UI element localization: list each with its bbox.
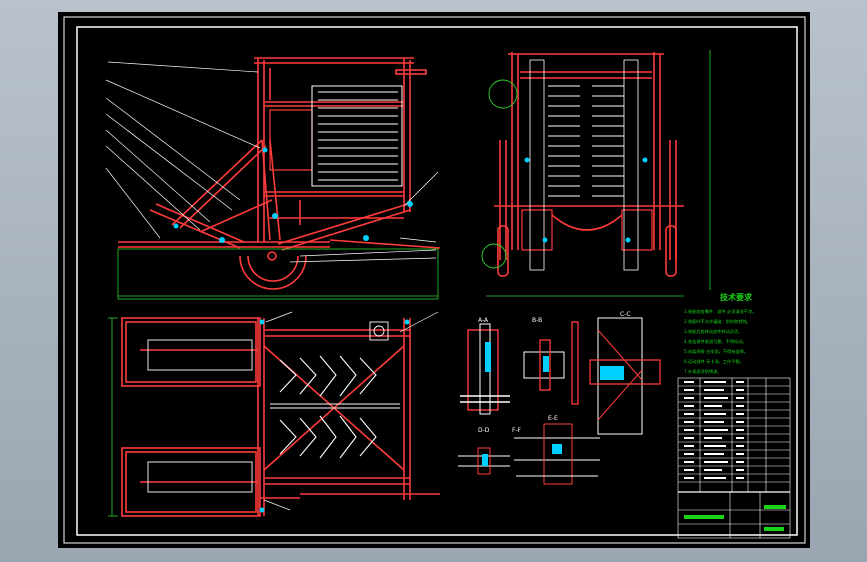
section-label-ff: F-F (512, 427, 522, 434)
section-detail-3 (571, 317, 661, 435)
side-fittings (524, 157, 648, 243)
plan-frame-details (147, 321, 389, 493)
section-detail-5 (514, 423, 600, 485)
tech-req-line-7: 7.外表面涂防锈漆。 (684, 368, 722, 375)
drawing-sheet (58, 12, 810, 548)
leader-lines-front (105, 61, 439, 263)
tech-req-line-4: 4.各连接件紧固可靠，不得松动。 (684, 338, 747, 345)
dimension-lines-plan (108, 317, 118, 517)
tech-req-line-6: 6.运动部件 无卡滞，工作平稳。 (684, 358, 744, 365)
auger-blades (270, 355, 400, 459)
side-view (494, 52, 684, 277)
tech-req-line-3: 3.装配后各转动部件转动灵活。 (684, 328, 742, 335)
outer-frame (63, 16, 806, 544)
roller-stack (318, 91, 398, 181)
plan-fittings (259, 319, 410, 513)
section-label-dd: D-D (478, 427, 490, 434)
side-rollers (548, 85, 624, 197)
title-block-stamps (684, 505, 786, 531)
parts-list-table (677, 377, 791, 539)
section-label-ee: E-E (548, 415, 558, 422)
tech-requirements: 技术要求 1.装配前各零件、部件 必须清洗干净。 2.装配时不允许磕碰、划伤和锈… (684, 292, 756, 375)
tech-requirements-title: 技术要求 (720, 292, 753, 302)
tech-req-line-1: 1.装配前各零件、部件 必须清洗干净。 (684, 308, 756, 315)
section-label-bb: B-B (532, 317, 542, 324)
fittings (173, 147, 413, 243)
front-view (118, 57, 441, 290)
section-detail-2 (523, 339, 565, 391)
section-labels: A-A B-B C-C D-D E-E F-F (478, 311, 631, 434)
tech-req-line-5: 5.机架焊接 应牢固，不得有虚焊。 (684, 348, 748, 355)
leader-lines-plan (263, 311, 439, 511)
dimension-lines-side (486, 50, 711, 297)
section-label-cc: C-C (620, 311, 631, 318)
section-label-aa: A-A (478, 317, 489, 324)
inner-frame (76, 26, 798, 536)
parts-list-entries (684, 381, 744, 479)
side-detail-circles (481, 79, 518, 269)
dimension-lines-front (117, 248, 439, 300)
tech-req-line-2: 2.装配时不允许磕碰、划伤和锈蚀。 (684, 318, 751, 325)
section-hatching (482, 342, 624, 466)
